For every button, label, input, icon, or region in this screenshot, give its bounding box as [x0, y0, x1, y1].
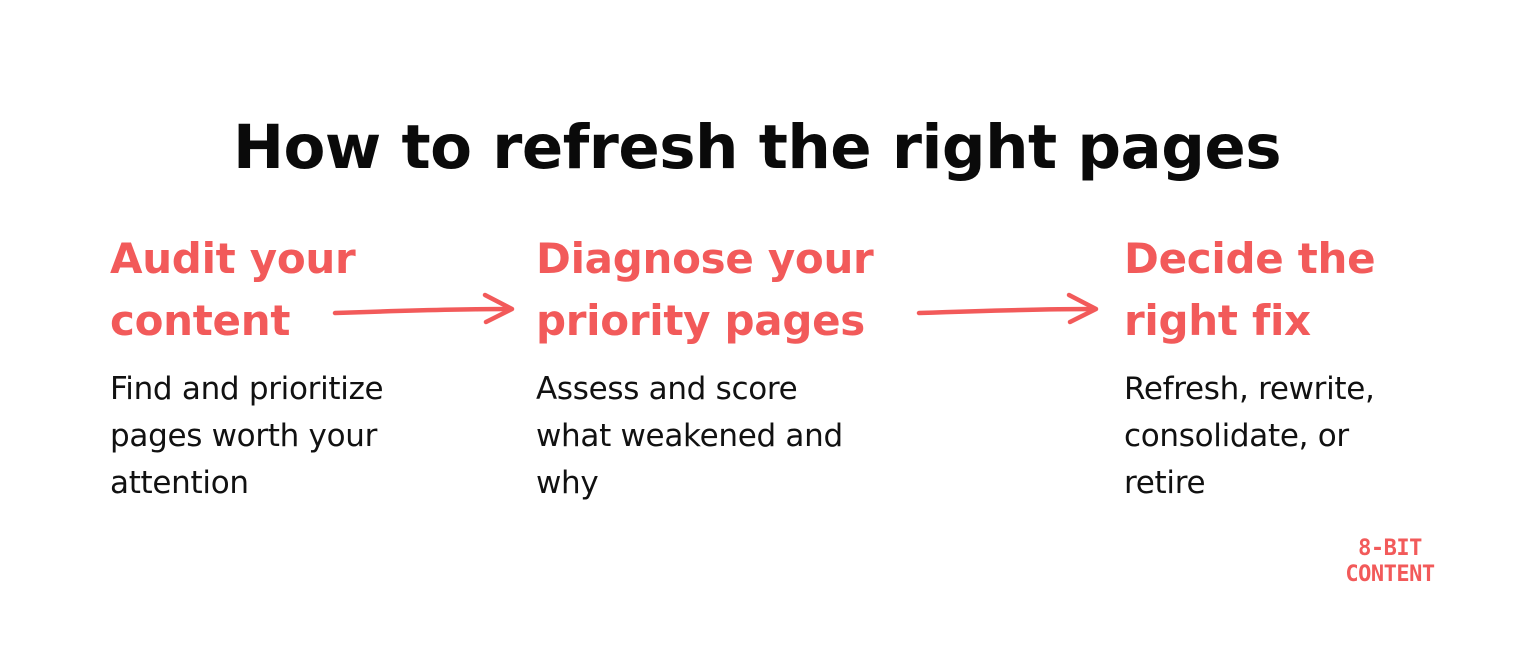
logo-line: CONTENT [1345, 562, 1435, 587]
step-description-line: Find and prioritize [110, 371, 384, 407]
brand-logo: 8-BIT CONTENT [1320, 536, 1460, 588]
step-audit: Audit your content Find and prioritize p… [110, 228, 470, 507]
step-description-line: attention [110, 465, 249, 501]
arrow-right-icon [332, 292, 515, 325]
page-title: How to refresh the right pages [232, 112, 1282, 183]
step-description-line: retire [1124, 465, 1206, 501]
arrow-right-icon [916, 292, 1099, 325]
step-description: Find and prioritize pages worth your att… [110, 366, 470, 507]
step-decide: Decide the right fix Refresh, rewrite, c… [1124, 228, 1444, 507]
step-description: Refresh, rewrite, consolidate, or retire [1124, 366, 1444, 507]
step-description-line: what weakened and [536, 418, 843, 454]
step-heading: Diagnose your priority pages [536, 228, 916, 352]
step-heading-line: content [110, 296, 291, 345]
step-heading-line: Diagnose your [536, 234, 874, 283]
step-heading-line: Audit your [110, 234, 356, 283]
step-heading: Audit your content [110, 228, 470, 352]
logo-line: 8-BIT [1358, 536, 1422, 561]
step-description-line: why [536, 465, 599, 501]
step-heading: Decide the right fix [1124, 228, 1444, 352]
step-description-line: Refresh, rewrite, [1124, 371, 1375, 407]
step-description-line: pages worth your [110, 418, 378, 454]
step-description: Assess and score what weakened and why [536, 366, 916, 507]
step-heading-line: priority pages [536, 296, 865, 345]
step-description-line: Assess and score [536, 371, 798, 407]
step-heading-line: Decide the [1124, 234, 1376, 283]
step-diagnose: Diagnose your priority pages Assess and … [536, 228, 916, 507]
step-heading-line: right fix [1124, 296, 1311, 345]
step-description-line: consolidate, or [1124, 418, 1349, 454]
